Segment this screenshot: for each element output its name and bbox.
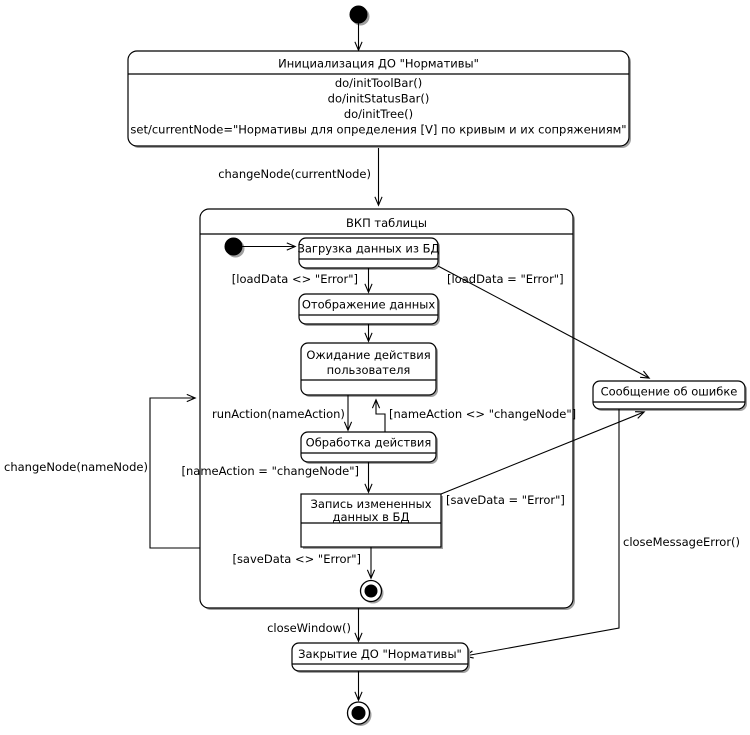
state-init-action-1: do/initStatusBar(): [328, 92, 430, 106]
transition-composite-self-changenode: changeNode(nameNode): [4, 398, 200, 549]
transition-label-change-node-current: changeNode(currentNode): [218, 167, 371, 181]
state-init[interactable]: Инициализация ДО "Нормативы" do/initTool…: [127, 50, 631, 148]
state-wait-user-action-title-line2: пользователя: [327, 363, 411, 377]
state-save-data-title-line2: данных в БД: [333, 510, 410, 524]
initial-state-inner: [224, 237, 245, 258]
state-process-action-title: Обработка действия: [306, 436, 432, 450]
transition-label-run-action: runAction(nameAction): [212, 407, 345, 421]
state-wait-user-action[interactable]: Ожидание действия пользователя: [300, 342, 438, 397]
transition-init-to-composite: changeNode(currentNode): [218, 148, 378, 205]
transition-save-to-error: [saveData = "Error"]: [440, 412, 644, 507]
state-save-data[interactable]: Запись измененных данных в БД: [300, 493, 443, 549]
transition-wait-to-process: runAction(nameAction): [212, 395, 348, 430]
transition-composite-to-close: closeWindow(): [267, 608, 358, 641]
state-close-module[interactable]: Закрытие ДО "Нормативы": [291, 642, 470, 673]
final-state-bottom: [346, 701, 372, 726]
transition-load-to-display: [loadData <> "Error"]: [232, 268, 369, 292]
state-close-module-title: Закрытие ДО "Нормативы": [298, 647, 462, 661]
state-display-data[interactable]: Отображение данных: [298, 293, 440, 326]
state-init-action-2: do/initTree(): [344, 107, 413, 121]
composite-state-table[interactable]: ВКП таблицы: [199, 208, 575, 610]
state-save-data-title-line1: Запись измененных: [310, 497, 431, 511]
state-wait-user-action-title-line1: Ожидание действия: [306, 348, 430, 362]
state-init-action-3: set/currentNode="Нормативы для определен…: [130, 123, 626, 137]
transition-label-loaddata-error: [loadData = "Error"]: [447, 272, 564, 286]
transition-error-to-close: closeMessageError(): [465, 409, 740, 656]
state-error-message[interactable]: Сообщение об ошибке: [592, 380, 747, 411]
final-state-inner: [359, 579, 384, 604]
transition-label-close-message-error: closeMessageError(): [623, 535, 740, 549]
transition-process-to-wait: [nameAction <> "changeNode"]: [376, 400, 576, 434]
state-display-data-title: Отображение данных: [302, 298, 436, 312]
transition-label-loaddata-not-error: [loadData <> "Error"]: [232, 272, 358, 286]
state-load-data[interactable]: Загрузка данных из БД: [297, 237, 440, 270]
state-init-action-0: do/initToolBar(): [335, 76, 422, 90]
state-init-title: Инициализация ДО "Нормативы": [278, 57, 479, 71]
transition-process-to-save: [nameAction = "changeNode"]: [182, 462, 369, 492]
state-load-data-title: Загрузка данных из БД: [297, 242, 439, 256]
transition-load-to-error: [loadData = "Error"]: [437, 265, 649, 378]
transition-label-savedata-not-error: [saveData <> "Error"]: [232, 552, 361, 566]
state-error-message-title: Сообщение об ошибке: [601, 385, 738, 399]
transition-label-change-node-name: changeNode(nameNode): [4, 460, 148, 474]
transition-label-nameaction-changenode: [nameAction = "changeNode"]: [182, 464, 359, 478]
composite-state-title: ВКП таблицы: [346, 216, 427, 230]
initial-state-top: [349, 5, 370, 26]
state-process-action[interactable]: Обработка действия: [300, 431, 438, 464]
transition-save-to-final: [saveData <> "Error"]: [232, 547, 371, 578]
transition-label-savedata-error: [saveData = "Error"]: [446, 493, 565, 507]
transition-label-nameaction-not-changenode: [nameAction <> "changeNode"]: [389, 407, 576, 421]
transition-label-close-window: closeWindow(): [267, 621, 351, 635]
